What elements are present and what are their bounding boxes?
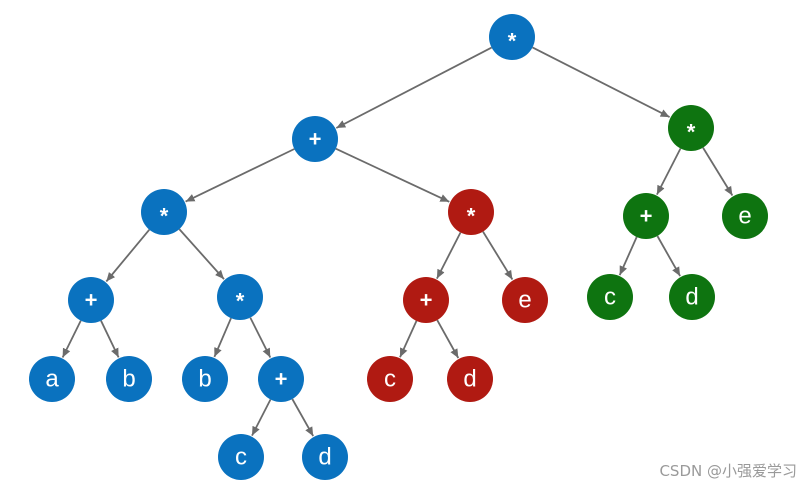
node-label: *	[508, 29, 517, 54]
node-circle	[302, 434, 348, 480]
edge-n_star_b-to-n_plus_cd1	[249, 317, 272, 358]
node-label: b	[122, 366, 135, 393]
tree-node-r_e: e	[502, 277, 548, 323]
tree-node-r_star: *	[448, 189, 494, 235]
node-label: e	[738, 203, 751, 230]
edge-root-to-g_star	[532, 46, 671, 118]
tree-node-n_plus1: +	[292, 116, 338, 162]
edge-r_plus-to-r_c	[399, 320, 418, 358]
edge-g_star-to-g_plus	[656, 148, 682, 196]
node-circle	[182, 356, 228, 402]
edge-n_star_b-to-n_b2	[213, 317, 232, 358]
node-label: d	[318, 444, 331, 471]
edge-n_star_l-to-n_plus_ab	[105, 229, 150, 283]
node-label: *	[467, 204, 476, 229]
tree-node-n_star_b: *	[217, 274, 263, 320]
edge-n_plus_ab-to-n_b1	[100, 320, 120, 358]
edge-n_plus_cd1-to-n_c1	[251, 399, 272, 437]
node-label: +	[640, 204, 653, 229]
edge-n_plus_cd1-to-n_d1	[291, 398, 314, 437]
node-circle	[669, 274, 715, 320]
edge-n_plus_ab-to-n_a	[61, 320, 82, 358]
edge-r_star-to-r_e	[482, 231, 514, 280]
watermark: CSDN @小强爱学习	[659, 462, 797, 480]
nodes-layer: * + * + a b * b + c d * + c d e * + c d e	[29, 14, 768, 480]
node-circle	[448, 189, 494, 235]
edge-n_plus1-to-n_star_l	[185, 148, 295, 203]
node-circle	[489, 14, 535, 60]
node-circle	[218, 434, 264, 480]
node-label: +	[420, 288, 433, 313]
node-label: d	[685, 284, 698, 311]
node-label: +	[309, 127, 322, 152]
tree-node-g_e: e	[722, 193, 768, 239]
node-circle	[106, 356, 152, 402]
node-circle	[623, 193, 669, 239]
node-circle	[502, 277, 548, 323]
tree-node-r_plus: +	[403, 277, 449, 323]
node-label: d	[463, 366, 476, 393]
tree-node-r_c: c	[367, 356, 413, 402]
edge-root-to-n_plus1	[335, 46, 493, 129]
tree-node-r_d: d	[447, 356, 493, 402]
tree-node-n_b1: b	[106, 356, 152, 402]
tree-node-n_d1: d	[302, 434, 348, 480]
tree-node-g_c: c	[587, 274, 633, 320]
tree-node-root: *	[489, 14, 535, 60]
node-label: c	[384, 366, 396, 393]
edge-r_star-to-r_plus	[436, 232, 462, 280]
edge-r_plus-to-r_d	[436, 319, 460, 359]
node-circle	[68, 277, 114, 323]
tree-node-n_b2: b	[182, 356, 228, 402]
node-label: +	[85, 288, 98, 313]
tree-node-n_plus_ab: +	[68, 277, 114, 323]
tree-node-n_plus_cd1: +	[258, 356, 304, 402]
edges-layer	[61, 46, 734, 437]
tree-node-g_d: d	[669, 274, 715, 320]
node-label: c	[604, 284, 616, 311]
node-label: b	[198, 366, 211, 393]
node-circle	[367, 356, 413, 402]
tree-node-n_a: a	[29, 356, 75, 402]
tree-node-g_star: *	[668, 105, 714, 151]
node-label: *	[236, 289, 245, 314]
node-circle	[587, 274, 633, 320]
tree-node-n_star_l: *	[141, 189, 187, 235]
node-circle	[668, 105, 714, 151]
node-label: *	[687, 120, 696, 145]
node-circle	[722, 193, 768, 239]
tree-node-n_c1: c	[218, 434, 264, 480]
node-label: c	[235, 444, 247, 471]
node-label: +	[275, 367, 288, 392]
node-circle	[141, 189, 187, 235]
edge-n_star_l-to-n_star_b	[178, 228, 225, 280]
node-label: e	[518, 287, 531, 314]
tree-node-g_plus: +	[623, 193, 669, 239]
node-circle	[403, 277, 449, 323]
node-label: *	[160, 204, 169, 229]
node-label: a	[45, 366, 59, 393]
edge-g_plus-to-g_d	[656, 235, 681, 277]
node-circle	[29, 356, 75, 402]
edge-g_plus-to-g_c	[618, 236, 638, 276]
edge-n_plus1-to-r_star	[335, 147, 450, 203]
node-circle	[292, 116, 338, 162]
node-circle	[217, 274, 263, 320]
node-circle	[447, 356, 493, 402]
edge-g_star-to-g_e	[702, 147, 734, 196]
node-circle	[258, 356, 304, 402]
